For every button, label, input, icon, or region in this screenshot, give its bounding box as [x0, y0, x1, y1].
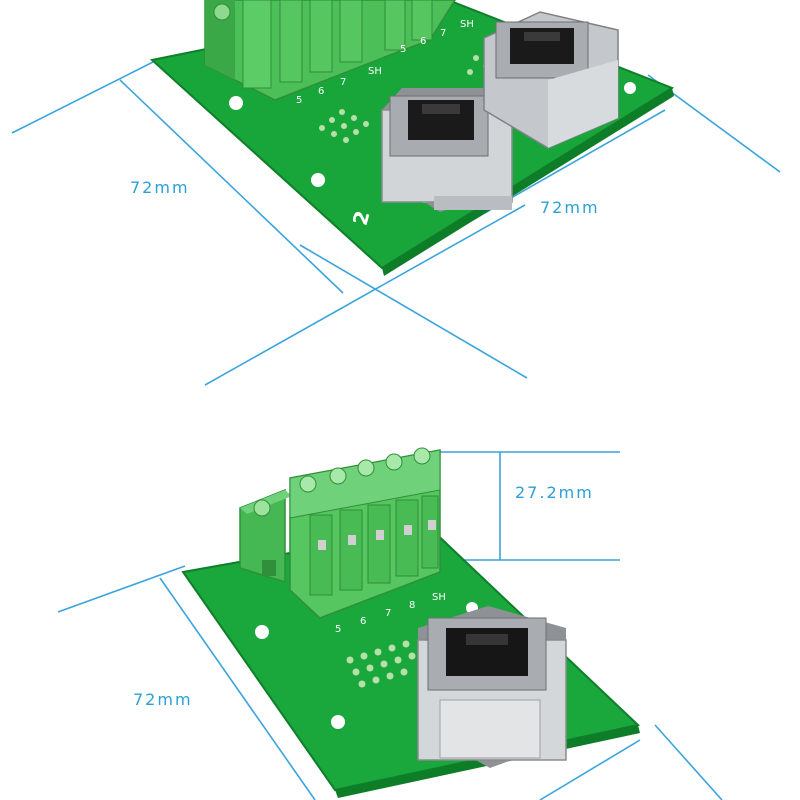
silkscreen-pin-label: 7: [385, 608, 391, 619]
board-number: 2: [348, 208, 375, 228]
bottom-product-view: 5 6 7 8 SH 27.2mm 72mm: [57, 447, 723, 800]
mounting-hole: [624, 82, 636, 94]
silkscreen-pin-label: SH: [460, 19, 474, 30]
silkscreen-pin-label: 6: [318, 86, 324, 97]
rj45-jack-rear: [483, 11, 619, 149]
mounting-hole: [255, 625, 269, 639]
silkscreen-pin-label: 6: [420, 36, 426, 47]
bottom-terminal-block: [239, 447, 441, 619]
silkscreen-pin-label: 5: [400, 44, 406, 55]
rj45-jack: [417, 606, 567, 768]
top-width-dimension-label: 72mm: [130, 178, 190, 197]
silkscreen-pin-label: 8: [409, 600, 415, 611]
pcb-vias: [346, 640, 416, 688]
height-dimension-label: 27.2mm: [515, 483, 594, 502]
top-depth-dimension-label: 72mm: [540, 198, 600, 217]
top-product-view: 5 6 7 SH 5 6 7 SH 2 72m: [11, 0, 781, 386]
top-terminal-block: [204, 0, 456, 101]
silkscreen-pin-label: 6: [360, 616, 366, 627]
mounting-hole: [229, 96, 243, 110]
silkscreen-pin-label: 5: [296, 95, 302, 106]
rj45-jack-front: [381, 88, 513, 212]
mounting-hole: [311, 173, 325, 187]
silkscreen-pin-label: 7: [440, 28, 446, 39]
silkscreen-pin-label: SH: [368, 66, 382, 77]
bottom-width-dimension-label: 72mm: [133, 690, 193, 709]
silkscreen-pin-label: 5: [335, 624, 341, 635]
silkscreen-pin-label: 7: [340, 77, 346, 88]
mounting-hole: [331, 715, 345, 729]
bottom-dimension-lines: [57, 451, 723, 800]
silkscreen-pin-label: SH: [432, 592, 446, 603]
